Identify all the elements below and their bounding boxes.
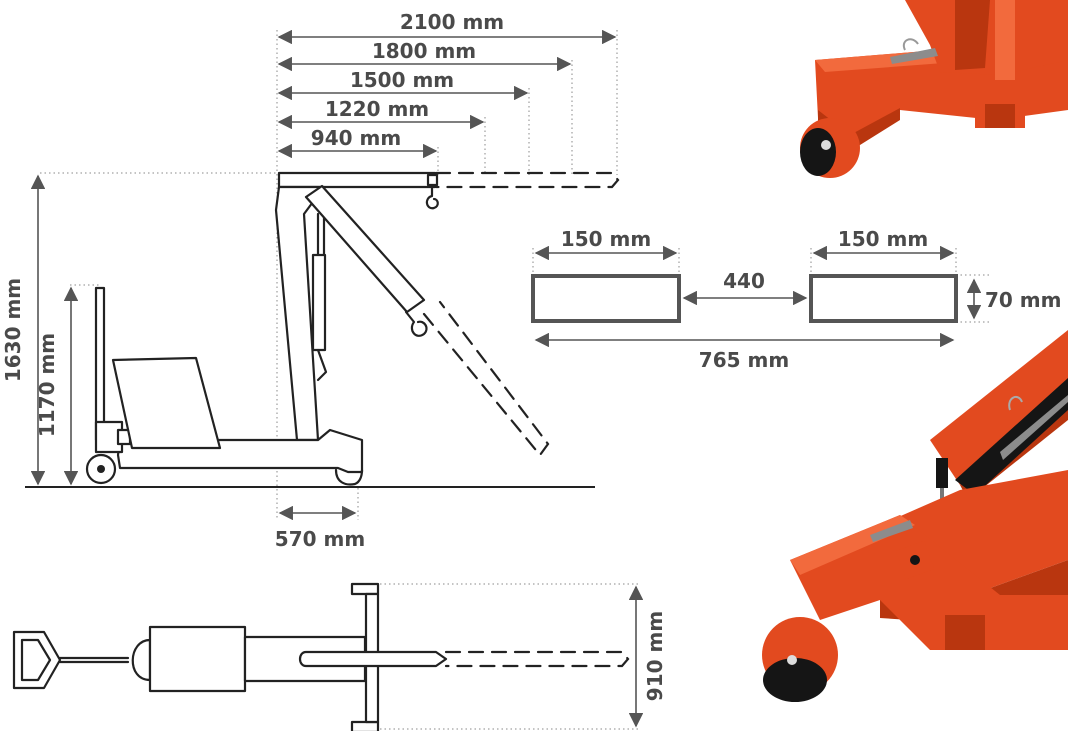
right-leg-section [809, 274, 958, 323]
counterweight-plate [111, 356, 222, 450]
left-width-label: 150 mm [561, 227, 651, 251]
leg-span-label: 910 mm [643, 611, 667, 701]
leg-section-detail: 150 mm 150 mm 440 70 mm 765 mm [531, 227, 1061, 372]
right-width-label: 150 mm [838, 227, 928, 251]
crane-boom-photo [762, 330, 1068, 702]
hook-icon [425, 186, 439, 210]
crane-side-view: 1630 mm 1170 mm 570 mm [1, 171, 620, 551]
gap-label: 440 [723, 269, 765, 293]
left-leg-section [531, 274, 681, 323]
boom-arm [277, 171, 437, 189]
crane-top-view: 910 mm [12, 582, 667, 731]
height-1630-label: 1630 mm [1, 278, 25, 382]
boom-extension-ghost [434, 171, 620, 189]
reach-2100-label: 2100 mm [400, 10, 504, 34]
hydraulic-cylinder [311, 253, 327, 352]
reach-1500-label: 1500 mm [350, 68, 454, 92]
hook-lowered-icon [404, 310, 428, 337]
crane-base-photo [800, 0, 1068, 178]
height-1170-label: 1170 mm [35, 333, 59, 437]
reach-1220-label: 1220 mm [325, 97, 429, 121]
handle-bar [94, 286, 106, 442]
wheel-offset-label: 570 mm [275, 527, 365, 551]
counterweight-top [148, 625, 247, 693]
rear-wheel [334, 468, 364, 486]
reach-dimensions: 2100 mm 1800 mm 1500 mm 1220 mm 940 mm [276, 10, 618, 520]
section-height-label: 70 mm [985, 288, 1061, 312]
boom-top-ghost [444, 650, 630, 668]
boom-top [298, 650, 448, 668]
reach-940-label: 940 mm [311, 126, 401, 150]
reach-1800-label: 1800 mm [372, 39, 476, 63]
lowered-extension-ghost [422, 300, 550, 457]
handle-grip-icon [12, 630, 62, 690]
total-width-label: 765 mm [699, 348, 789, 372]
lowered-boom [304, 184, 426, 314]
